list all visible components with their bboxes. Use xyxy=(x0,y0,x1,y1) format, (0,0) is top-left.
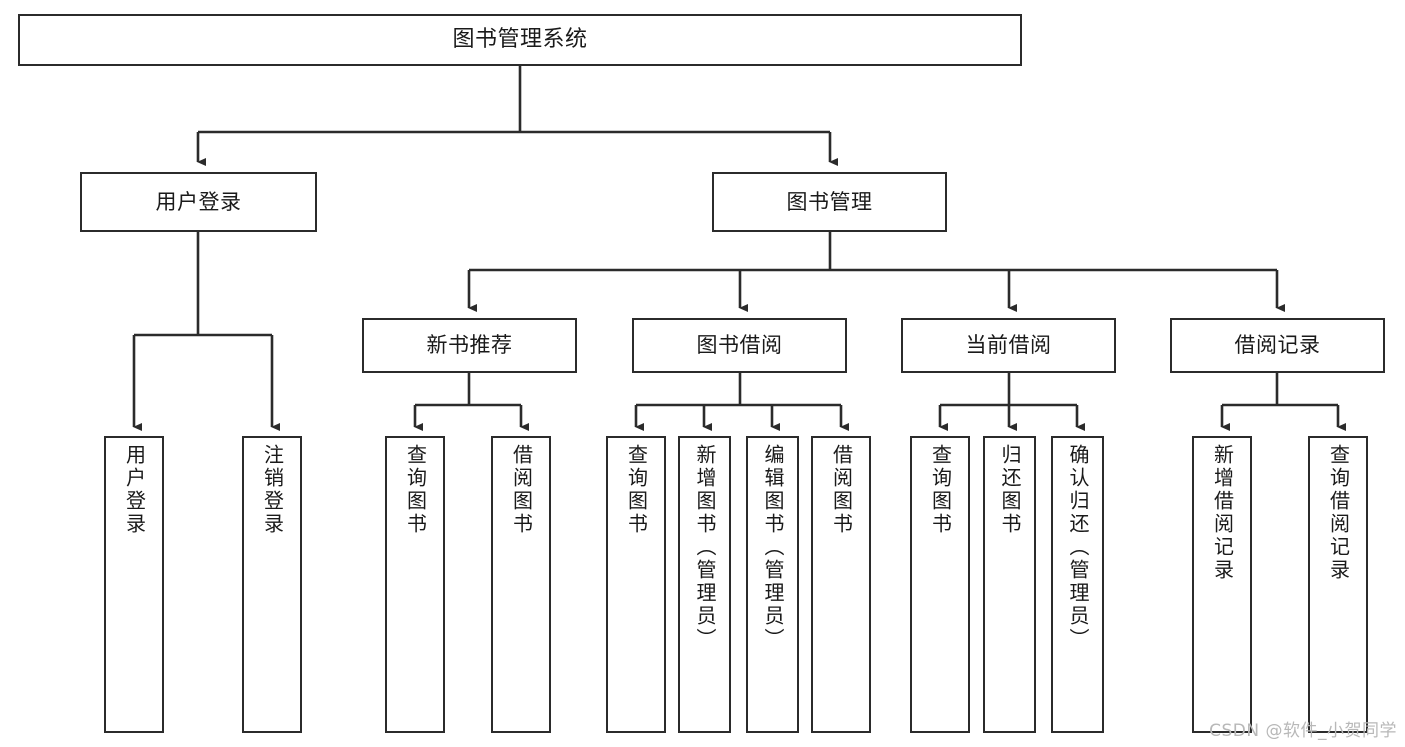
node-root-system[interactable]: 图书管理系统 xyxy=(18,14,1022,66)
node-leaf-add-book-label: 新增图书（管理员） xyxy=(693,444,717,651)
node-leaf-add-book[interactable]: 新增图书（管理员） xyxy=(678,436,731,733)
node-leaf-user-login[interactable]: 用户登录 xyxy=(104,436,164,733)
node-leaf-confirm-return-label: 确认归还（管理员） xyxy=(1066,444,1090,651)
node-user-login-label: 用户登录 xyxy=(155,189,242,214)
node-borrow-record-label: 借阅记录 xyxy=(1234,333,1321,358)
node-leaf-query-record-label: 查询借阅记录 xyxy=(1326,444,1351,582)
node-book-borrow-label: 图书借阅 xyxy=(696,333,783,358)
node-leaf-query-record[interactable]: 查询借阅记录 xyxy=(1308,436,1368,733)
node-root-system-label: 图书管理系统 xyxy=(452,27,588,53)
node-leaf-edit-book-label: 编辑图书（管理员） xyxy=(761,444,785,651)
node-book-management[interactable]: 图书管理 xyxy=(712,172,947,232)
node-leaf-user-login-label: 用户登录 xyxy=(122,444,147,536)
node-leaf-query-book-1-label: 查询图书 xyxy=(403,444,428,536)
node-leaf-logout[interactable]: 注销登录 xyxy=(242,436,302,733)
node-current-borrow[interactable]: 当前借阅 xyxy=(901,318,1116,373)
node-leaf-logout-label: 注销登录 xyxy=(260,444,285,536)
node-leaf-query-book-1[interactable]: 查询图书 xyxy=(385,436,445,733)
node-book-borrow[interactable]: 图书借阅 xyxy=(632,318,847,373)
node-leaf-borrow-book-2-label: 借阅图书 xyxy=(829,444,854,536)
node-leaf-return-book-label: 归还图书 xyxy=(998,444,1022,536)
node-leaf-borrow-book-1[interactable]: 借阅图书 xyxy=(491,436,551,733)
node-leaf-borrow-book-1-label: 借阅图书 xyxy=(509,444,534,536)
node-new-book-recommend[interactable]: 新书推荐 xyxy=(362,318,577,373)
node-new-book-recommend-label: 新书推荐 xyxy=(426,333,513,358)
node-user-login[interactable]: 用户登录 xyxy=(80,172,317,232)
node-leaf-confirm-return[interactable]: 确认归还（管理员） xyxy=(1051,436,1104,733)
node-leaf-add-record[interactable]: 新增借阅记录 xyxy=(1192,436,1252,733)
node-current-borrow-label: 当前借阅 xyxy=(965,333,1052,358)
node-leaf-borrow-book-2[interactable]: 借阅图书 xyxy=(811,436,871,733)
node-leaf-query-book-3[interactable]: 查询图书 xyxy=(910,436,970,733)
node-leaf-return-book[interactable]: 归还图书 xyxy=(983,436,1036,733)
node-leaf-query-book-2[interactable]: 查询图书 xyxy=(606,436,666,733)
node-borrow-record[interactable]: 借阅记录 xyxy=(1170,318,1385,373)
node-book-management-label: 图书管理 xyxy=(786,189,873,214)
node-leaf-edit-book[interactable]: 编辑图书（管理员） xyxy=(746,436,799,733)
node-leaf-add-record-label: 新增借阅记录 xyxy=(1210,444,1235,582)
node-leaf-query-book-2-label: 查询图书 xyxy=(624,444,649,536)
node-leaf-query-book-3-label: 查询图书 xyxy=(928,444,953,536)
